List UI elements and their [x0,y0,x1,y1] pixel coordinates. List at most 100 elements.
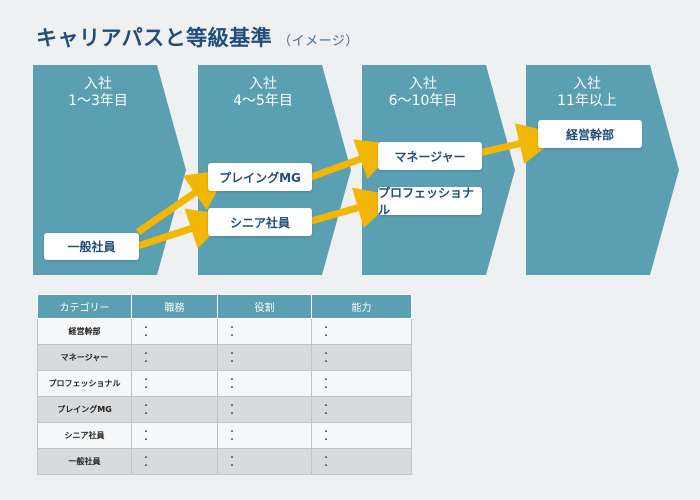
stage-1-line1: 入社 [84,76,112,92]
bullet: ・ [228,400,236,410]
stage-label-1: 入社 1〜3年目 [38,76,158,110]
bullet: ・ [142,408,150,418]
stage-3-line1: 入社 [409,76,437,92]
table-row: プレイングMG ・・ ・・ ・・ [37,396,412,423]
row-category: プレイングMG [37,396,132,423]
row-category: シニア社員 [37,422,132,449]
row-duty-cell: ・・ [131,422,218,449]
row-duty-cell: ・・ [131,396,218,423]
row-role-cell: ・・ [217,318,312,345]
row-ability-cell: ・・ [311,448,412,475]
table-row: シニア社員 ・・ ・・ ・・ [37,422,412,449]
row-role-cell: ・・ [217,344,312,371]
bullet: ・ [228,426,236,436]
bullet: ・ [142,460,150,470]
stage-3-line2: 6〜10年目 [388,93,458,109]
bullet: ・ [322,374,330,384]
bullet: ・ [142,382,150,392]
bullet: ・ [228,452,236,462]
bullet: ・ [228,330,236,340]
stage-chevron-4 [526,65,679,275]
bullet: ・ [142,434,150,444]
bullet: ・ [142,356,150,366]
row-role-cell: ・・ [217,448,312,475]
row-ability-cell: ・・ [311,370,412,397]
title-subtitle: （イメージ） [278,34,359,49]
bullet: ・ [322,356,330,366]
bullet: ・ [322,460,330,470]
role-manager: マネージャー [378,142,482,170]
table-header-row: カテゴリー 職務 役割 能力 [37,294,412,319]
arrow-general-to-senior [136,208,231,250]
table-row: プロフェッショナル ・・ ・・ ・・ [37,370,412,397]
row-role-cell: ・・ [217,396,312,423]
bullet: ・ [142,330,150,340]
bullet: ・ [322,382,330,392]
role-general: 一般社員 [44,233,139,260]
table-row: 一般社員 ・・ ・・ ・・ [37,448,412,475]
table-row: マネージャー ・・ ・・ ・・ [37,344,412,371]
bullet: ・ [228,460,236,470]
stage-4-line2: 11年以上 [557,93,617,109]
role-professional: プロフェッショナル [378,186,482,217]
bullet: ・ [322,322,330,332]
stage-2-line1: 入社 [249,76,277,92]
bullet: ・ [228,356,236,366]
bullet: ・ [142,322,150,332]
stage-label-3: 入社 6〜10年目 [363,76,483,110]
role-senior: シニア社員 [208,208,312,236]
stage-2-line2: 4〜5年目 [233,93,293,109]
bullet: ・ [322,348,330,358]
stage-4-line1: 入社 [573,76,601,92]
row-category: 経営幹部 [37,318,132,345]
stage-label-2: 入社 4〜5年目 [203,76,323,110]
row-category: 一般社員 [37,448,132,475]
row-ability-cell: ・・ [311,318,412,345]
bullet: ・ [322,426,330,436]
bullet: ・ [228,374,236,384]
bullet: ・ [142,400,150,410]
header-category: カテゴリー [37,294,132,319]
row-category: プロフェッショナル [37,370,132,397]
row-duty-cell: ・・ [131,318,218,345]
role-playing-mg: プレイングMG [208,163,312,191]
row-duty-cell: ・・ [131,448,218,475]
bullet: ・ [322,452,330,462]
bullet: ・ [228,382,236,392]
arrow-senior-to-professional [307,187,399,228]
row-role-cell: ・・ [217,370,312,397]
arrow-playing-to-manager [306,139,400,182]
row-duty-cell: ・・ [131,370,218,397]
row-ability-cell: ・・ [311,396,412,423]
bullet: ・ [228,348,236,358]
header-ability: 能力 [311,294,412,319]
row-category: マネージャー [37,344,132,371]
table-row: 経営幹部 ・・ ・・ ・・ [37,318,412,345]
row-duty-cell: ・・ [131,344,218,371]
bullet: ・ [322,330,330,340]
grade-criteria-table: カテゴリー 職務 役割 能力 経営幹部 ・・ ・・ ・・ マネージャー ・・ ・… [37,294,412,475]
bullet: ・ [322,408,330,418]
stage-chevron-3 [362,65,515,275]
bullet: ・ [142,348,150,358]
bullet: ・ [142,452,150,462]
bullet: ・ [142,374,150,384]
bullet: ・ [228,322,236,332]
arrow-general-to-playing [136,169,230,235]
stage-label-4: 入社 11年以上 [527,76,647,110]
stage-1-line2: 1〜3年目 [68,93,128,109]
bullet: ・ [228,408,236,418]
bullet: ・ [322,434,330,444]
bullet: ・ [322,400,330,410]
bullet: ・ [142,426,150,436]
page-title: キャリアパスと等級基準 （イメージ） [36,22,359,52]
bullet: ・ [228,434,236,444]
header-duty: 職務 [131,294,218,319]
row-ability-cell: ・・ [311,422,412,449]
header-role: 役割 [217,294,312,319]
row-ability-cell: ・・ [311,344,412,371]
title-text: キャリアパスと等級基準 [36,26,273,50]
row-role-cell: ・・ [217,422,312,449]
role-executive: 経営幹部 [538,120,642,148]
